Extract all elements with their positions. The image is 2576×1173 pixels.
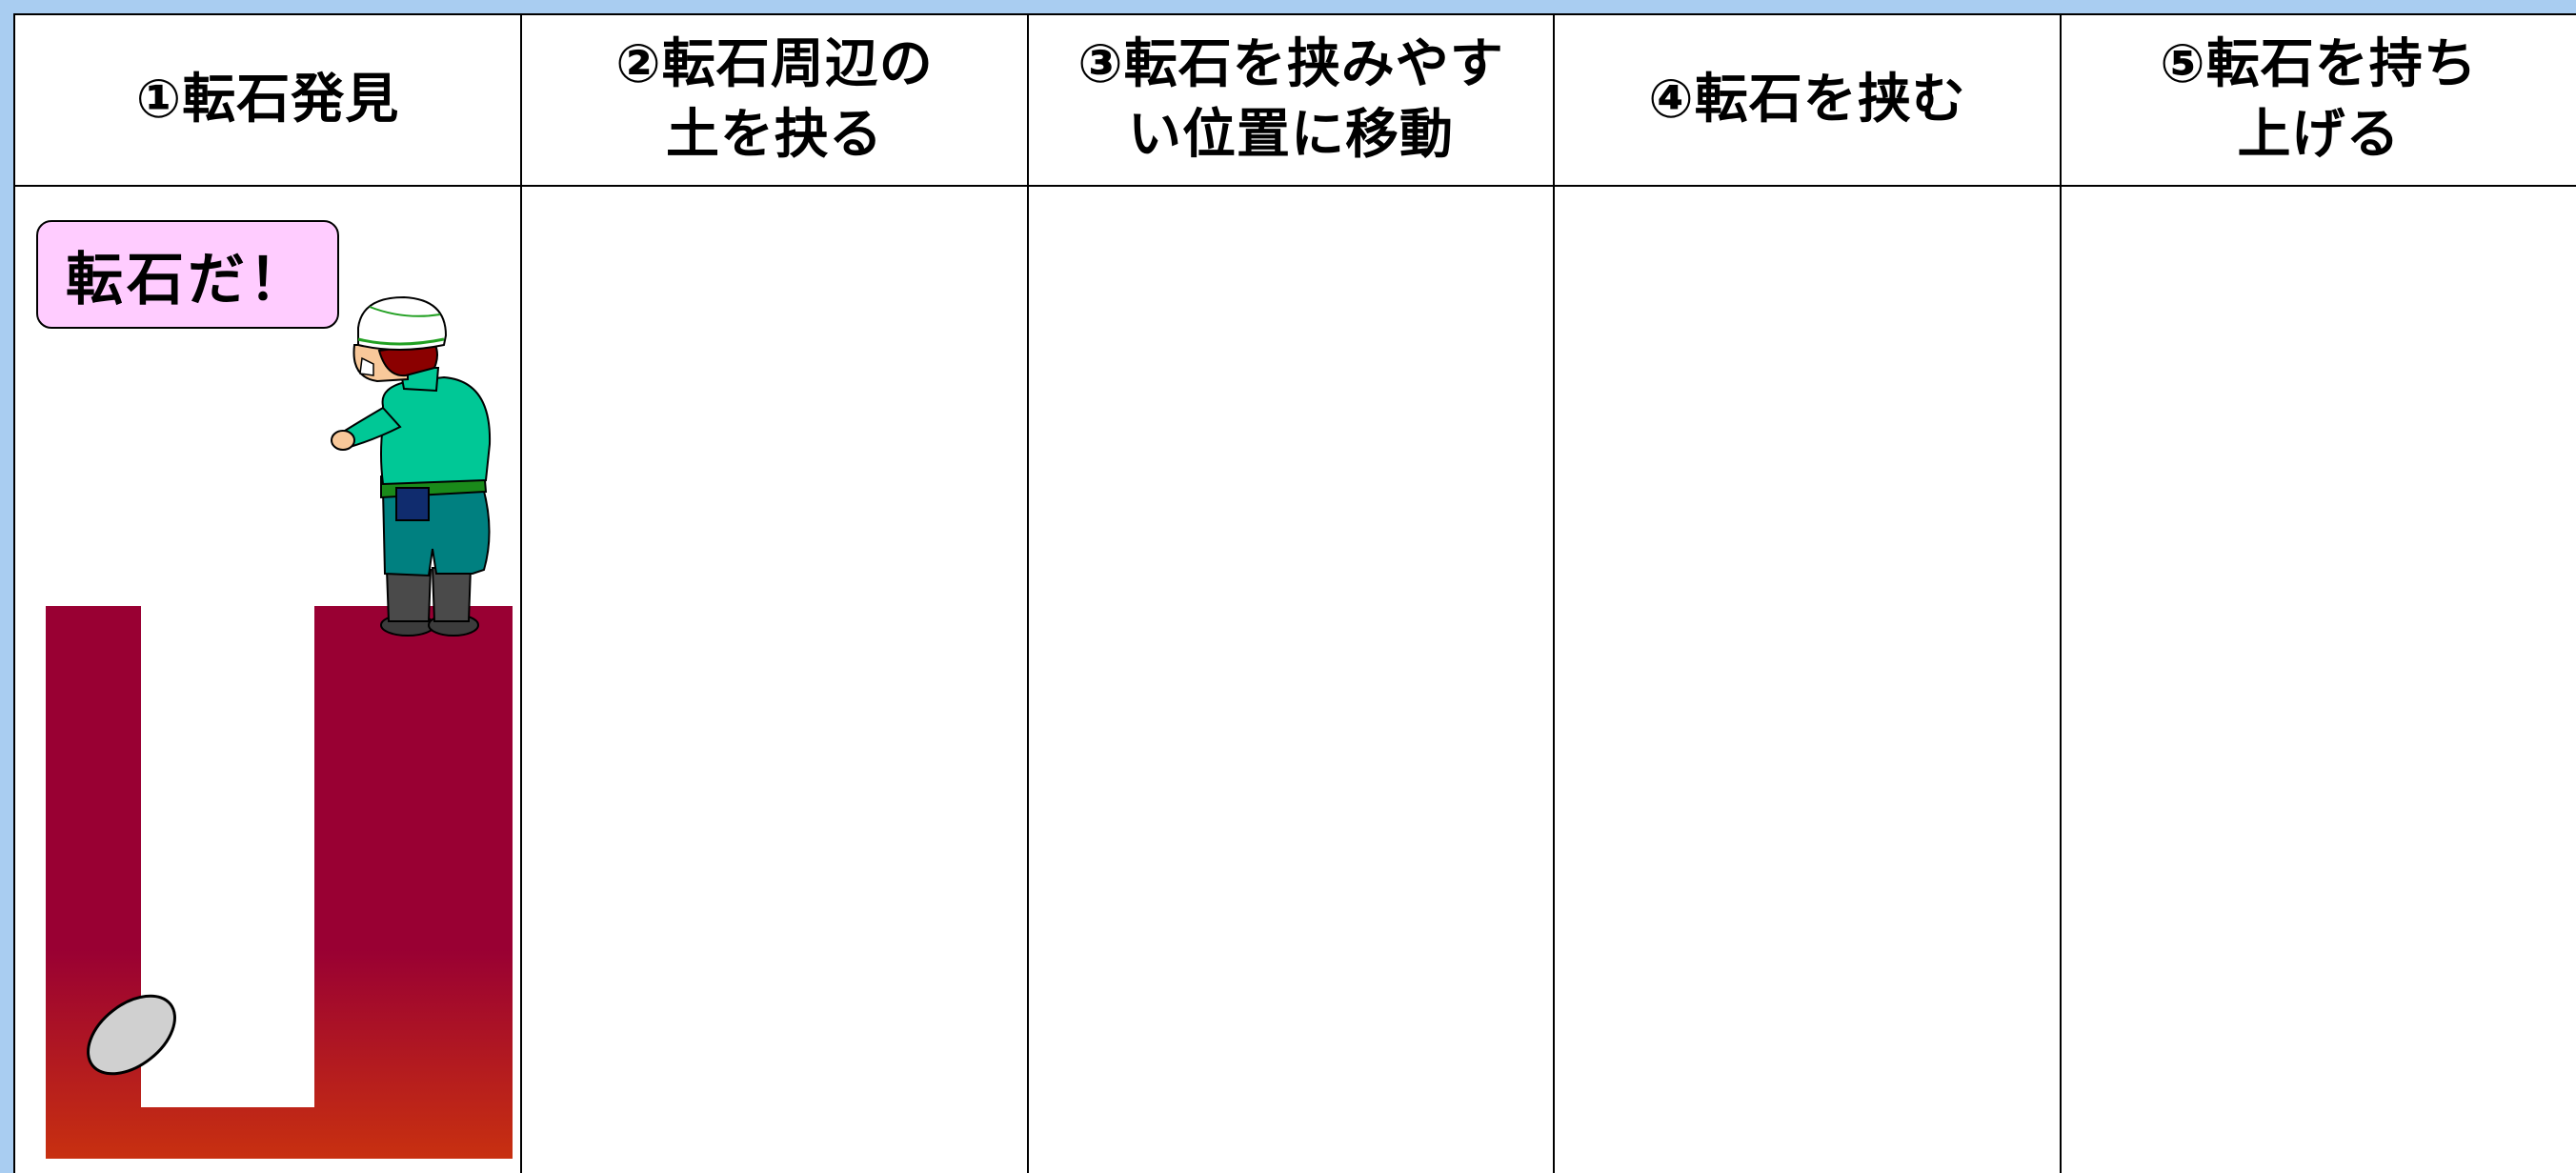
illustration-canvas xyxy=(46,295,513,1159)
panel-1-worker xyxy=(330,295,492,637)
column-divider-1 xyxy=(520,15,522,1173)
speech-bubble-text: 転石だ！ xyxy=(66,246,310,313)
step-1-title: ①転石発見 xyxy=(135,69,400,131)
step-2-title: ②転石周辺の土を抉る xyxy=(615,33,934,166)
step-4-header: ④転石を挟む xyxy=(1555,15,2060,185)
diagram-frame: ①転石発見 ②転石周辺の土を抉る ③転石を挟みやすい位置に移動 ④転石を挟む ⑤… xyxy=(13,13,2576,1173)
column-divider-2 xyxy=(1027,15,1029,1173)
column-divider-3 xyxy=(1553,15,1555,1173)
panel-1-soil xyxy=(46,606,513,1159)
step-3-header: ③転石を挟みやすい位置に移動 xyxy=(1029,15,1553,185)
panel-1 xyxy=(46,295,513,1159)
step-5-header: ⑤転石を持ち上げる xyxy=(2062,15,2576,185)
step-3-title: ③転石を挟みやすい位置に移動 xyxy=(1077,33,1504,166)
step-5-title: ⑤転石を持ち上げる xyxy=(2160,33,2478,166)
panel-1-boulder xyxy=(87,994,176,1076)
step-header-row: ①転石発見 ②転石周辺の土を抉る ③転石を挟みやすい位置に移動 ④転石を挟む ⑤… xyxy=(15,15,2576,187)
speech-bubble: 転石だ！ xyxy=(36,220,339,329)
step-2-header: ②転石周辺の土を抉る xyxy=(522,15,1027,185)
step-1-header: ①転石発見 xyxy=(15,15,520,185)
column-divider-4 xyxy=(2060,15,2062,1173)
step-4-title: ④転石を挟む xyxy=(1648,69,1966,131)
